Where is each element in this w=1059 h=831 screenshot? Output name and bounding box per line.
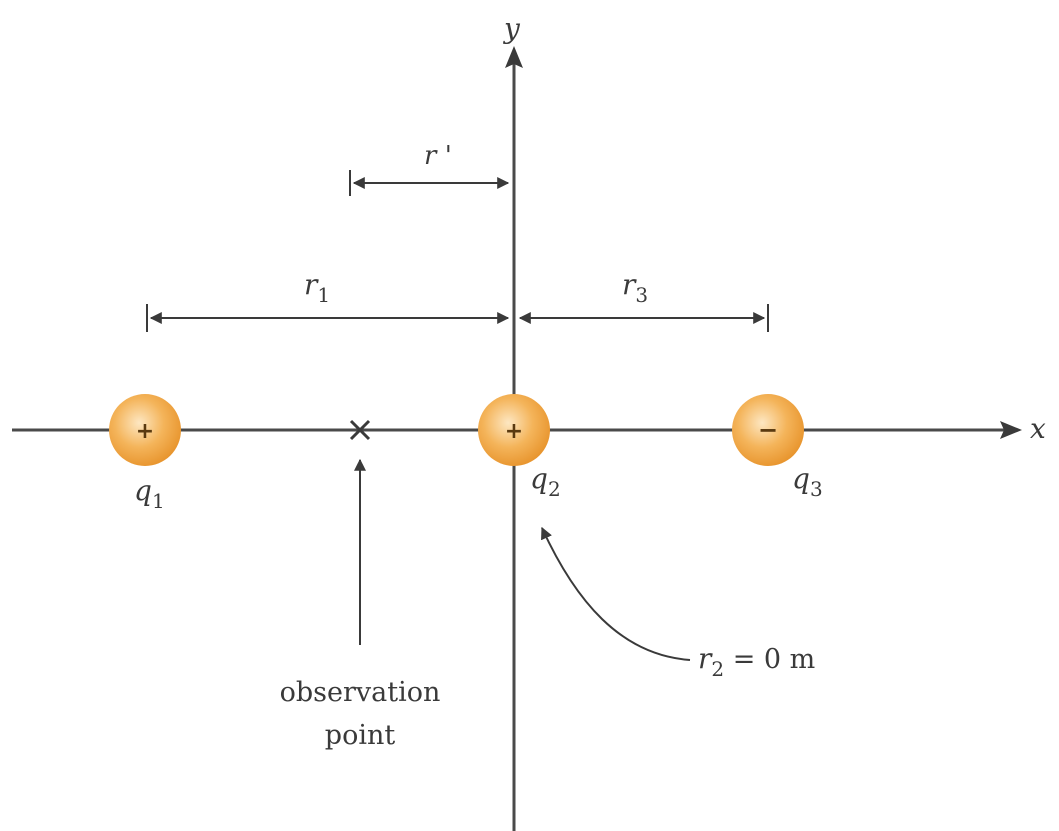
x-axis-arrow-icon [1000, 421, 1022, 439]
r1-label: r1 [304, 268, 330, 307]
observation-label-line1: observation [280, 677, 441, 708]
charge-label: q1 [134, 474, 165, 513]
charge-ball [732, 394, 804, 466]
r2-annotation: r2 = 0 m [541, 526, 815, 681]
y-axis-arrow-icon [505, 46, 523, 68]
y-axis-label: y [502, 12, 521, 45]
observation-label-line2: point [325, 720, 396, 751]
charge-ball [109, 394, 181, 466]
r1-dimension: r1 [146, 268, 510, 332]
charge-ball [478, 394, 550, 466]
charge-q1: + q1 [109, 394, 181, 513]
cross-icon [349, 419, 371, 441]
r-prime-label: r ' [424, 141, 452, 171]
charge-label: q2 [530, 462, 561, 501]
charge-sign: + [505, 419, 523, 444]
r2-label: r2 = 0 m [698, 642, 815, 681]
observation-point: observation point [280, 419, 441, 751]
charge-q2: + q2 [478, 394, 561, 501]
charge-label: q3 [792, 462, 823, 501]
charge-q3: − q3 [732, 394, 823, 501]
r-prime-dimension: r ' [349, 141, 510, 196]
r3-dimension: r3 [518, 268, 769, 332]
charge-sign: − [758, 416, 778, 444]
x-axis-label: x [1030, 412, 1046, 445]
r3-label: r3 [622, 268, 648, 307]
r2-curved-arrow [541, 526, 691, 661]
charge-sign: + [136, 419, 154, 444]
